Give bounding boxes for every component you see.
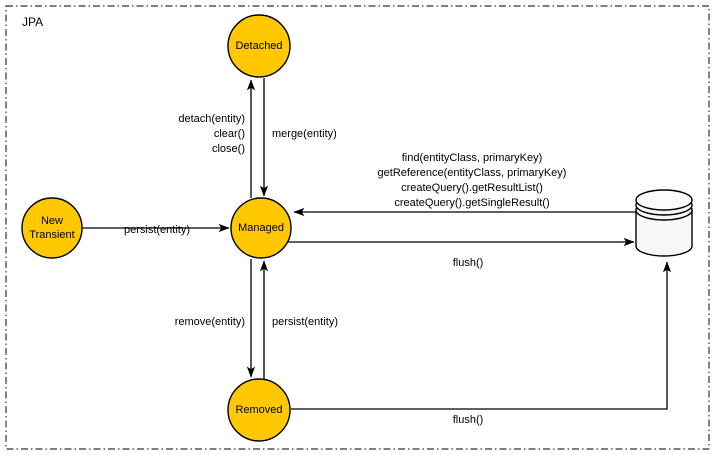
- managed-label: Managed: [238, 222, 284, 234]
- state-node-detached[interactable]: Detached: [227, 14, 291, 78]
- edge-removed-to-database: [291, 261, 672, 410]
- label-flush-removed: flush(): [453, 414, 484, 426]
- state-node-managed[interactable]: Managed: [230, 197, 292, 259]
- database-cylinder-icon[interactable]: [635, 189, 693, 257]
- label-create-query-result-list: createQuery().getResultList(): [401, 182, 543, 194]
- label-find: find(entityClass, primaryKey): [402, 152, 543, 164]
- label-create-query-single-result: createQuery().getSingleResult(): [394, 197, 549, 209]
- state-node-new-transient[interactable]: New Transient: [21, 197, 83, 259]
- detached-circle: [227, 14, 291, 78]
- label-merge-entity: merge(entity): [272, 128, 337, 140]
- database-top: [635, 189, 693, 211]
- removed-circle: [227, 378, 291, 442]
- label-remove-entity: remove(entity): [175, 316, 245, 328]
- new-transient-label-line1: New: [41, 215, 63, 227]
- label-persist-entity-removed: persist(entity): [272, 316, 338, 328]
- new-transient-circle: [21, 197, 83, 259]
- boundary-label: JPA: [22, 15, 43, 29]
- database-body: [635, 209, 693, 257]
- removed-label: Removed: [235, 404, 282, 416]
- state-node-removed[interactable]: Removed: [227, 378, 291, 442]
- label-persist-entity-new: persist(entity): [124, 224, 190, 236]
- label-detach-entity: detach(entity): [178, 113, 245, 125]
- label-clear: clear(): [214, 128, 245, 140]
- label-flush-managed: flush(): [453, 257, 484, 269]
- label-get-reference: getReference(entityClass, primaryKey): [378, 167, 567, 179]
- jpa-boundary-box: [5, 5, 710, 450]
- label-close: close(): [212, 143, 245, 155]
- managed-circle: [230, 197, 292, 259]
- new-transient-label-line2: Transient: [29, 229, 74, 241]
- detached-label: Detached: [235, 40, 282, 52]
